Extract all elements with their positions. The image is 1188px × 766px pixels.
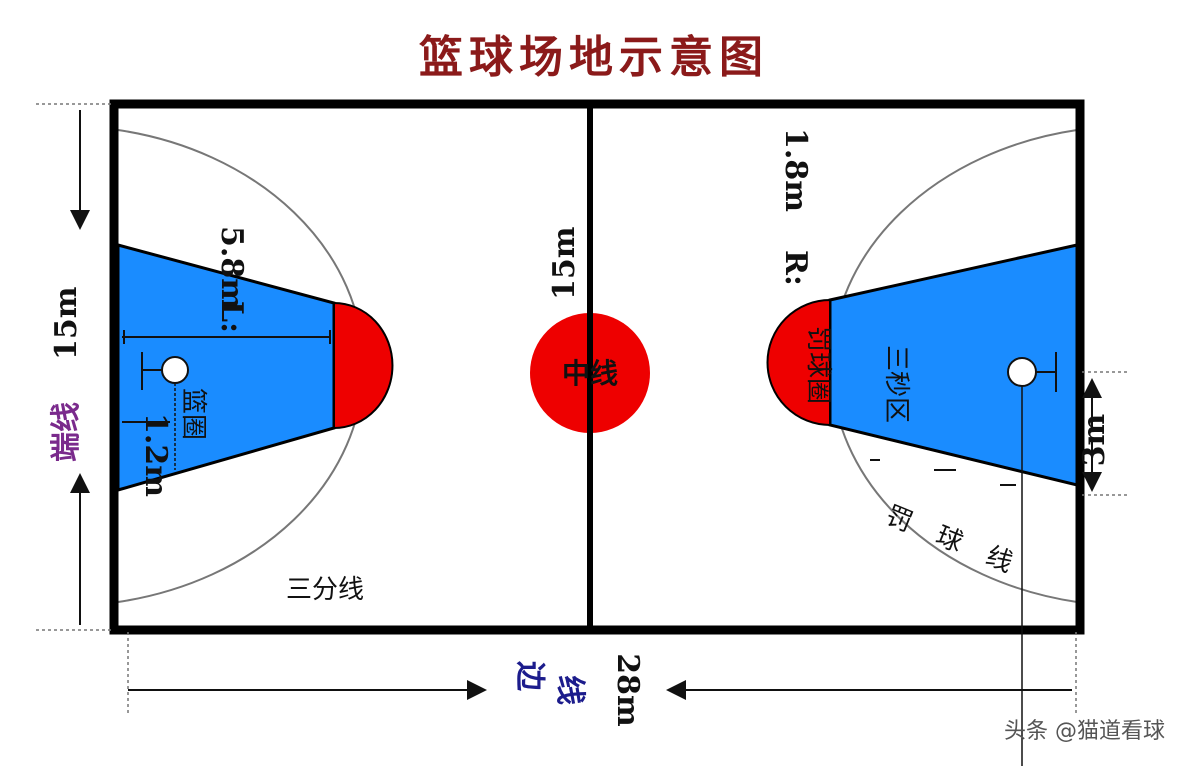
free-throw-circle-right bbox=[766, 298, 831, 427]
free-throw-circle-left bbox=[333, 301, 394, 430]
basket-label: 篮圈 bbox=[178, 388, 208, 440]
watermark: 头条 @猫道看球 bbox=[1004, 719, 1165, 744]
sideline-label-top: 边 bbox=[512, 661, 547, 692]
radius-value-label: 1.8m bbox=[778, 128, 813, 212]
basket-icon-right bbox=[1007, 357, 1037, 387]
center-line-label: 中线 bbox=[562, 357, 618, 390]
key-top-length-label: 5.8m bbox=[214, 226, 249, 310]
free-throw-line-label: 罚球线 bbox=[881, 501, 1042, 590]
free-throw-circle-label: 罚球圈 bbox=[803, 326, 833, 404]
endline-length-label: 15m bbox=[49, 286, 84, 360]
sideline-length-label: 28m bbox=[610, 653, 645, 727]
sideline-label-bottom: 线 bbox=[552, 675, 587, 705]
board-width-label: 3m bbox=[1077, 413, 1112, 466]
endline-label: 端线 bbox=[49, 402, 84, 462]
page-title: 篮球场地示意图 bbox=[419, 32, 769, 83]
three-point-line-label: 三分线 bbox=[286, 575, 364, 605]
key-length-prefix-label: L: bbox=[214, 301, 249, 333]
basket-icon-left bbox=[161, 356, 189, 384]
backboard-offset-label: 1.2m bbox=[138, 413, 173, 497]
radius-prefix-label: R: bbox=[778, 250, 813, 286]
three-second-area-label: 三秒区 bbox=[881, 345, 911, 423]
key-right bbox=[828, 243, 1079, 487]
court-boundary bbox=[109, 99, 1085, 635]
center-length-label: 15m bbox=[547, 226, 582, 300]
